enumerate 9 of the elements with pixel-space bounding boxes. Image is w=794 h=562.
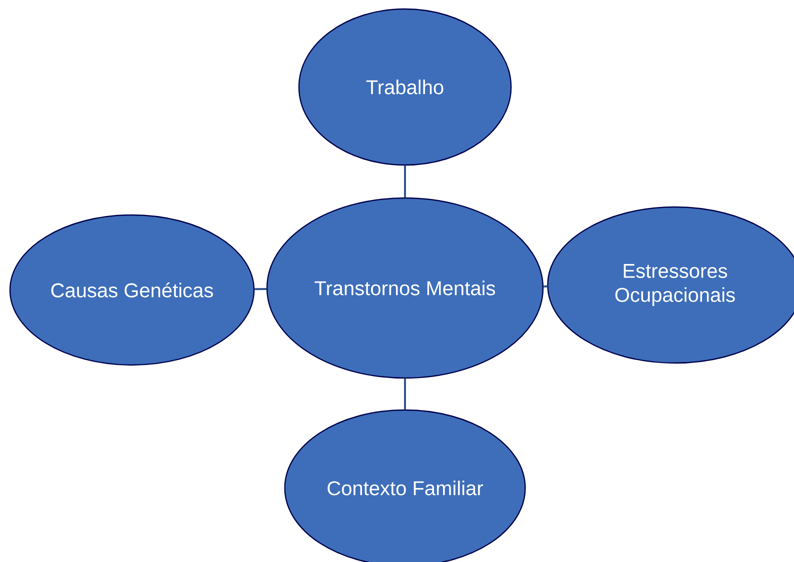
ellipse-node: Transtornos Mentais <box>266 197 544 379</box>
connector-line <box>404 378 406 410</box>
connector-line <box>254 288 266 290</box>
connector-line <box>404 166 406 198</box>
ellipse-node: Trabalho <box>298 8 512 166</box>
connector-line <box>544 285 548 288</box>
ellipse-node: Estressores Ocupacionais <box>547 206 794 364</box>
ellipse-node: Contexto Familiar <box>284 409 526 562</box>
ellipse-node: Causas Genéticas <box>9 214 255 366</box>
